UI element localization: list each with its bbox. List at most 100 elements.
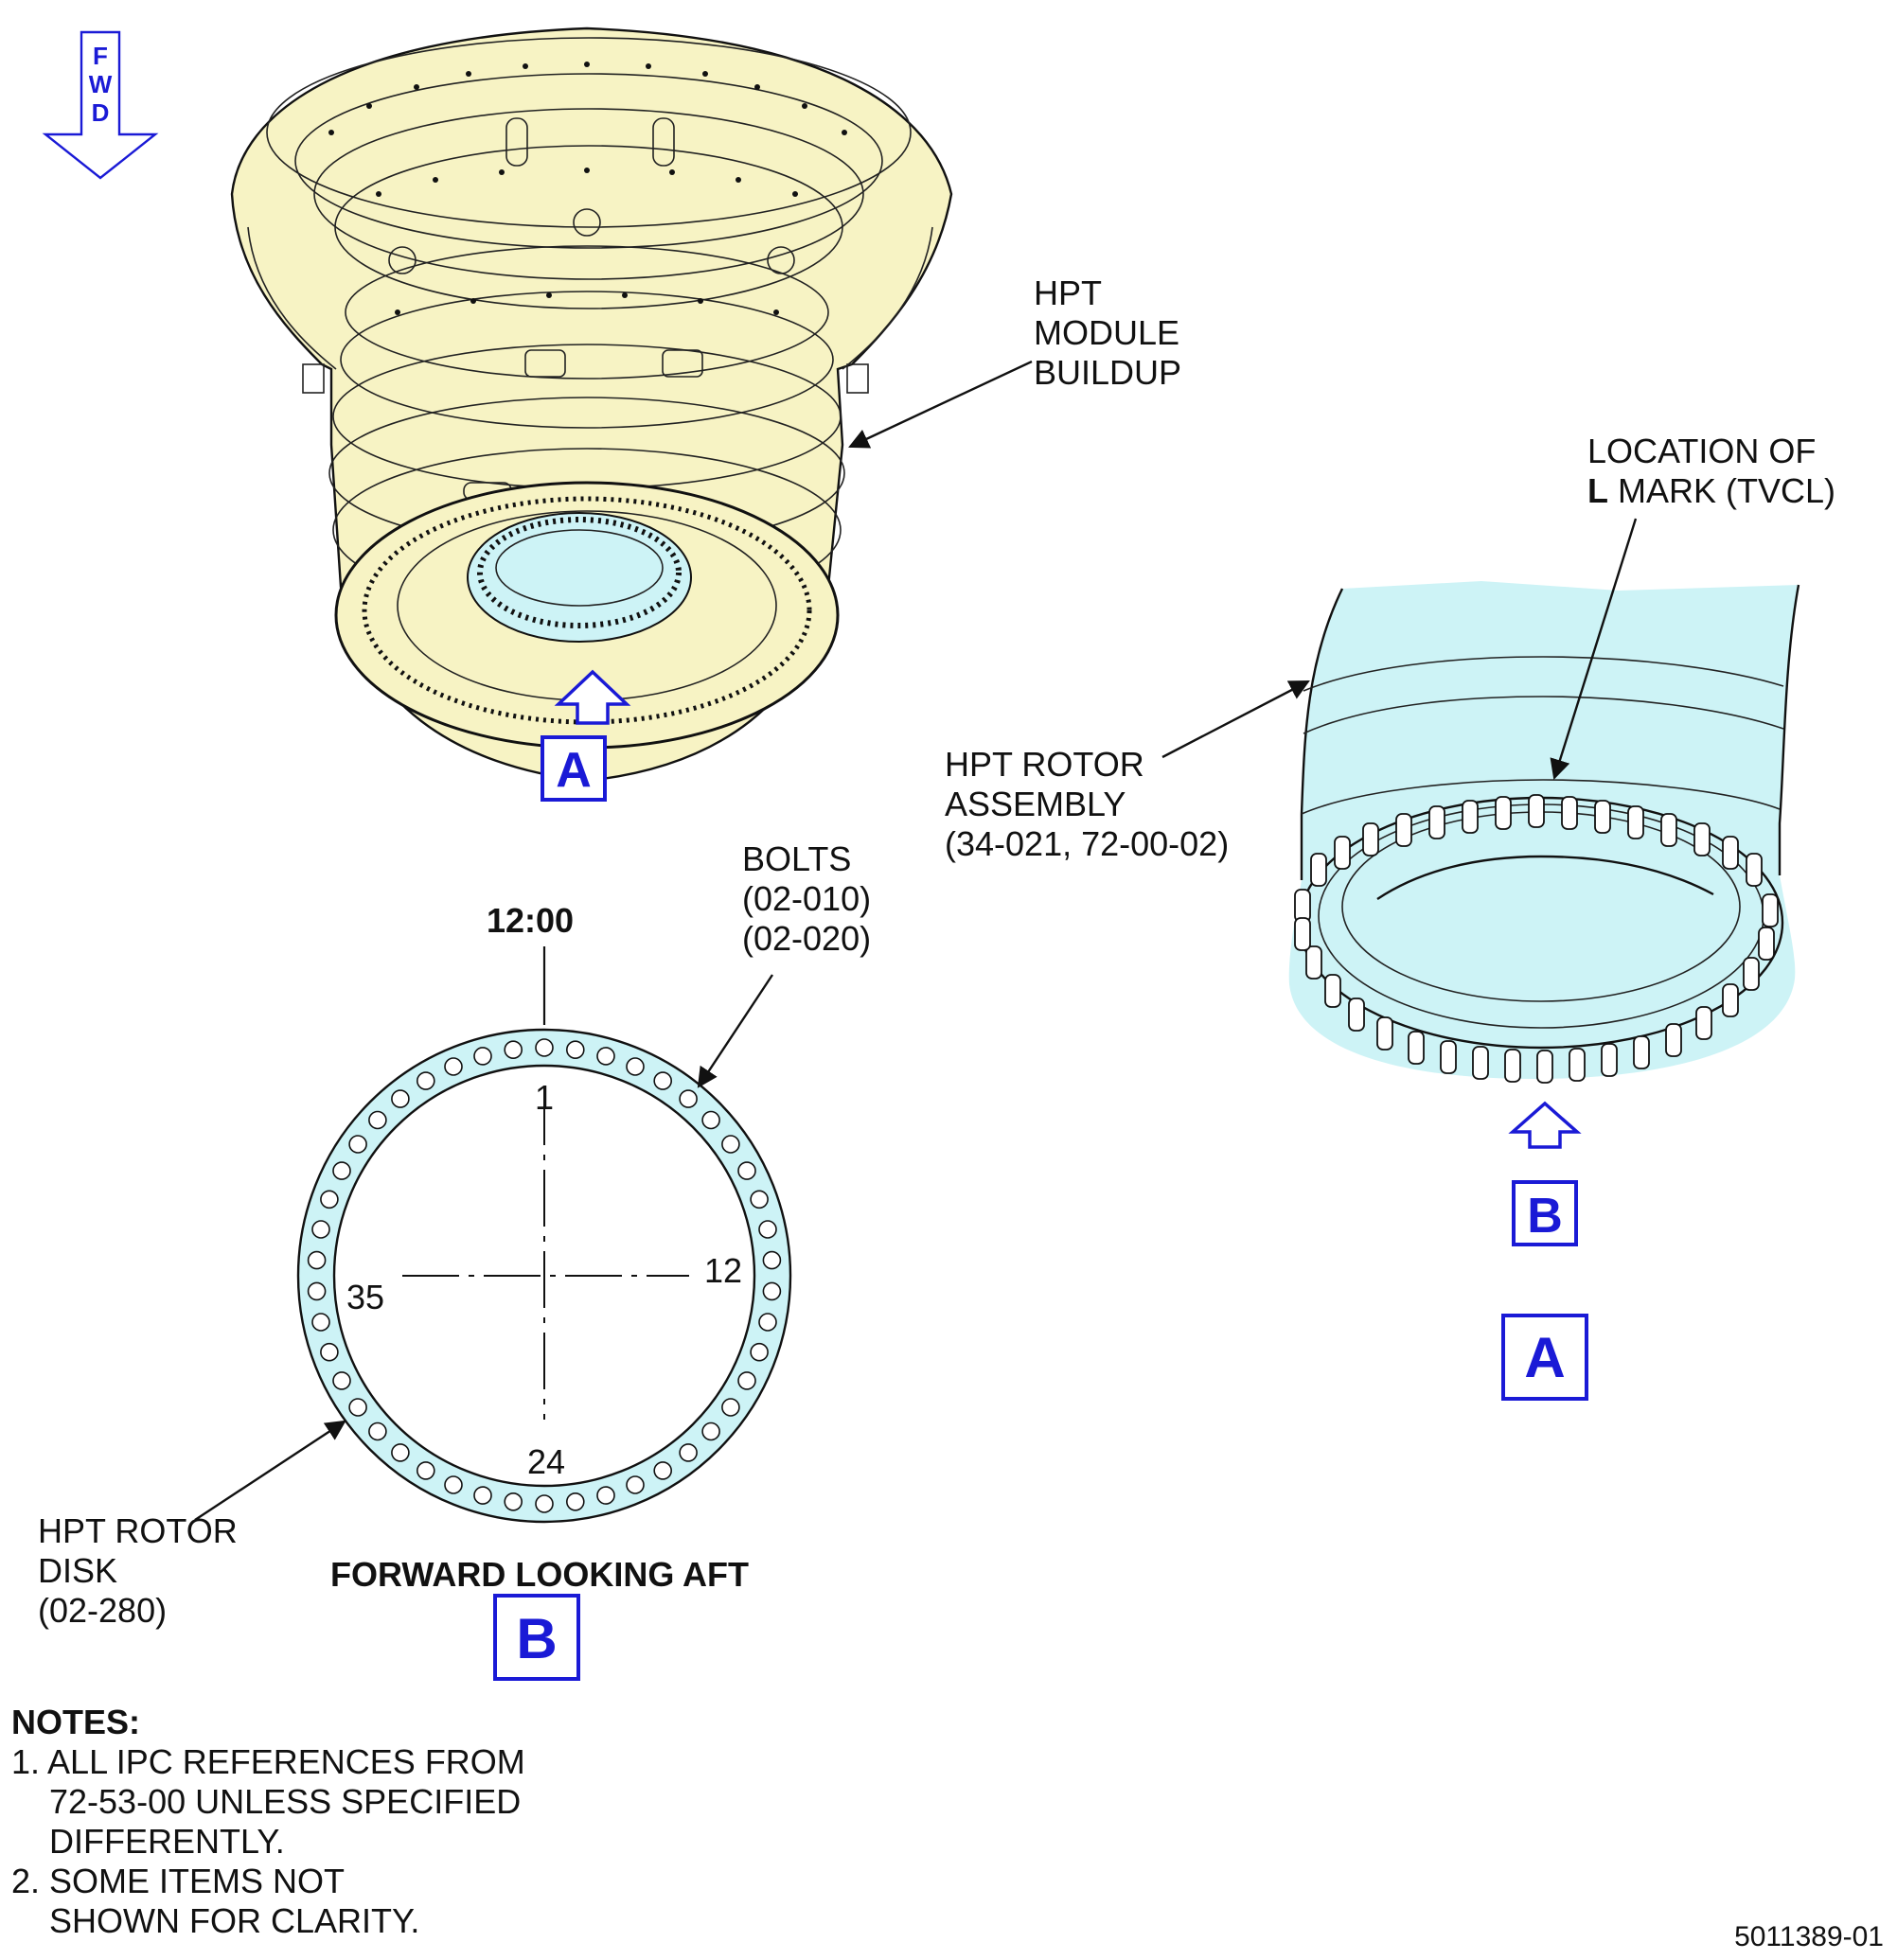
bolt-hole	[444, 1475, 463, 1494]
bolt-hole	[750, 1190, 769, 1210]
label-l-mark-location: LOCATION OF L MARK (TVCL)	[1587, 432, 1835, 510]
view-a-title-letter: A	[1524, 1326, 1565, 1389]
bolt-hole	[721, 1398, 740, 1417]
leader-hpt-rotor-disk	[194, 1420, 346, 1522]
bolt-hole	[758, 1220, 777, 1239]
notes-title: NOTES:	[11, 1703, 140, 1741]
label-l-mark: L MARK (TVCL)	[1587, 471, 1835, 510]
fwd-letter-w: W	[89, 70, 113, 98]
label-hpt-module-buildup: HPT MODULE BUILDUP	[1034, 274, 1181, 392]
note-1-line-1: 1. ALL IPC REFERENCES FROM	[11, 1742, 525, 1781]
clock-label: 12:00	[487, 901, 574, 940]
leader-hpt-module	[848, 360, 1033, 449]
label-hpt-module-line-1: HPT	[1034, 274, 1102, 312]
label-hpt-rotor-disk-line-1: HPT ROTOR	[38, 1511, 238, 1550]
label-hpt-rotor-assembly-line-1: HPT ROTOR	[945, 745, 1144, 784]
bolt-hole	[473, 1486, 492, 1505]
note-2-line-2: SHOWN FOR CLARITY.	[49, 1901, 419, 1940]
bolt-hole	[679, 1089, 698, 1108]
fwd-letter-f: F	[93, 42, 108, 70]
disk-position-left: 35	[346, 1278, 384, 1316]
label-l-mark-bold: L	[1587, 471, 1608, 510]
bolt-hole	[653, 1071, 673, 1090]
bolt-hole	[307, 1281, 327, 1301]
view-b-title-letter: B	[516, 1607, 557, 1670]
note-2-line-1: 2. SOME ITEMS NOT	[11, 1862, 345, 1900]
callout-b-rotor: B	[1512, 1180, 1578, 1246]
bolt-hole	[762, 1250, 782, 1270]
bolt-hole	[762, 1281, 782, 1301]
bolt-hole	[565, 1040, 585, 1059]
label-hpt-module-line-2: MODULE	[1034, 313, 1179, 352]
bolt-hole	[737, 1371, 756, 1390]
bolt-hole	[320, 1190, 339, 1210]
bolt-hole	[416, 1071, 435, 1090]
bolt-hole	[653, 1461, 673, 1480]
bolt-hole	[473, 1047, 492, 1066]
notes-block: NOTES: 1. ALL IPC REFERENCES FROM 72-53-…	[11, 1703, 525, 1940]
bolt-hole	[596, 1047, 615, 1066]
callout-b-rotor-letter: B	[1527, 1189, 1563, 1244]
bolt-hole	[348, 1398, 367, 1417]
bolt-hole	[391, 1443, 410, 1462]
bolt-hole	[368, 1421, 387, 1441]
bolt-hole	[332, 1161, 351, 1180]
callout-a-module: A	[541, 735, 607, 802]
bolt-hole	[504, 1040, 523, 1059]
bolt-hole	[320, 1342, 339, 1362]
leader-bolts	[697, 974, 774, 1088]
fwd-arrow-icon: F W D	[42, 30, 159, 180]
fwd-letter-d: D	[92, 98, 110, 127]
hpt-rotor-disk-view	[296, 946, 792, 1524]
bolt-hole	[307, 1250, 327, 1270]
bolt-hole	[535, 1494, 554, 1513]
hpt-rotor-assembly-illustration	[1288, 581, 1800, 1084]
bolt-hole	[626, 1057, 645, 1076]
bolt-hole	[679, 1443, 698, 1462]
figure-number: 5011389-01	[1734, 1921, 1884, 1952]
disk-bolt-holes	[307, 1038, 782, 1513]
label-location-of: LOCATION OF	[1587, 432, 1816, 470]
label-bolts-line-1: BOLTS	[742, 839, 851, 878]
bolt-hole	[750, 1342, 769, 1362]
view-b-title: B	[493, 1594, 580, 1681]
bolt-hole	[368, 1110, 387, 1130]
disk-position-bottom: 24	[527, 1442, 565, 1481]
label-l-mark-rest: MARK (TVCL)	[1608, 471, 1835, 510]
disk-position-top: 1	[535, 1078, 554, 1117]
view-a-title: A	[1501, 1314, 1588, 1401]
bolt-hole	[701, 1421, 720, 1441]
view-a-arrow-icon	[554, 669, 631, 725]
label-hpt-rotor-disk: HPT ROTOR DISK (02-280)	[38, 1511, 238, 1630]
rotor-bolt-stubs	[1294, 794, 1779, 1084]
bolt-hole	[535, 1038, 554, 1057]
note-1-line-3: DIFFERENTLY.	[49, 1822, 285, 1861]
bolt-hole	[348, 1135, 367, 1154]
bolt-hole	[444, 1057, 463, 1076]
note-1-line-2: 72-53-00 UNLESS SPECIFIED	[49, 1782, 521, 1821]
label-hpt-module-line-3: BUILDUP	[1034, 353, 1181, 392]
bolt-hole	[332, 1371, 351, 1390]
leader-hpt-rotor-assembly	[1161, 680, 1310, 759]
disk-position-right: 12	[704, 1251, 742, 1290]
bolt-hole	[701, 1110, 720, 1130]
label-hpt-rotor-disk-line-3: (02-280)	[38, 1591, 167, 1630]
label-hpt-rotor-assembly-line-2: ASSEMBLY	[945, 785, 1126, 823]
bolt-hole	[721, 1135, 740, 1154]
bolt-hole	[391, 1089, 410, 1108]
view-b-arrow-icon	[1508, 1101, 1582, 1149]
callout-a-module-letter: A	[556, 743, 592, 798]
bolt-hole	[504, 1492, 523, 1511]
label-hpt-rotor-assembly: HPT ROTOR ASSEMBLY (34-021, 72-00-02)	[945, 745, 1229, 863]
leader-l-mark	[1550, 518, 1638, 781]
label-bolts-line-3: (02-020)	[742, 919, 871, 958]
bolt-hole	[311, 1220, 330, 1239]
bolt-hole	[758, 1313, 777, 1332]
hpt-module-illustration	[230, 26, 953, 783]
bolt-hole	[596, 1486, 615, 1505]
label-bolts-line-2: (02-010)	[742, 879, 871, 918]
label-hpt-rotor-assembly-line-3: (34-021, 72-00-02)	[945, 824, 1229, 863]
label-bolts: BOLTS (02-010) (02-020)	[742, 839, 871, 958]
bolt-hole	[311, 1313, 330, 1332]
